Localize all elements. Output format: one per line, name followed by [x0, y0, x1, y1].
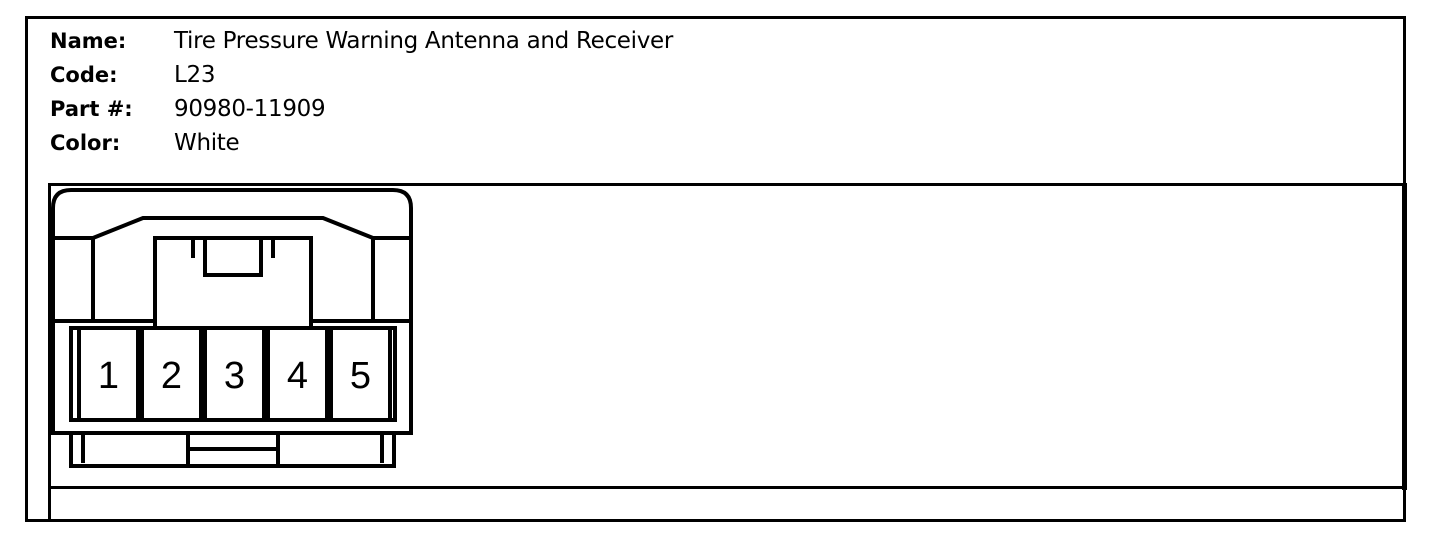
- pin-number-4: 4: [287, 355, 308, 397]
- color-label: Color:: [50, 131, 121, 155]
- pin-cell-4: [266, 326, 329, 422]
- connector-info: Name: Tire Pressure Warning Antenna and …: [50, 24, 673, 160]
- pin-cell-1: [77, 326, 140, 422]
- pin-number-3: 3: [224, 355, 245, 397]
- code-label: Code:: [50, 63, 118, 87]
- part-label: Part #:: [50, 97, 133, 121]
- locking-tab: [153, 236, 313, 328]
- code-value: L23: [174, 62, 216, 88]
- code-row: Code: L23: [50, 58, 673, 92]
- pin-number-2: 2: [161, 355, 182, 397]
- part-row: Part #: 90980-11909: [50, 92, 673, 126]
- connector-housing-outline: [51, 188, 413, 435]
- housing-top-contour: [53, 216, 411, 240]
- pin-number-1: 1: [98, 355, 119, 397]
- footer-divider: [48, 486, 1406, 489]
- part-value: 90980-11909: [174, 96, 326, 122]
- name-row: Name: Tire Pressure Warning Antenna and …: [50, 24, 673, 58]
- name-label: Name:: [50, 29, 127, 53]
- name-value: Tire Pressure Warning Antenna and Receiv…: [174, 28, 674, 54]
- color-row: Color: White: [50, 126, 673, 160]
- color-value: White: [174, 130, 240, 156]
- pin-number-5: 5: [350, 355, 371, 397]
- pin-cell-5: [329, 326, 392, 422]
- panel-right-edge: [1402, 183, 1407, 490]
- pin-cell-3: [203, 326, 266, 422]
- pin-cell-2: [140, 326, 203, 422]
